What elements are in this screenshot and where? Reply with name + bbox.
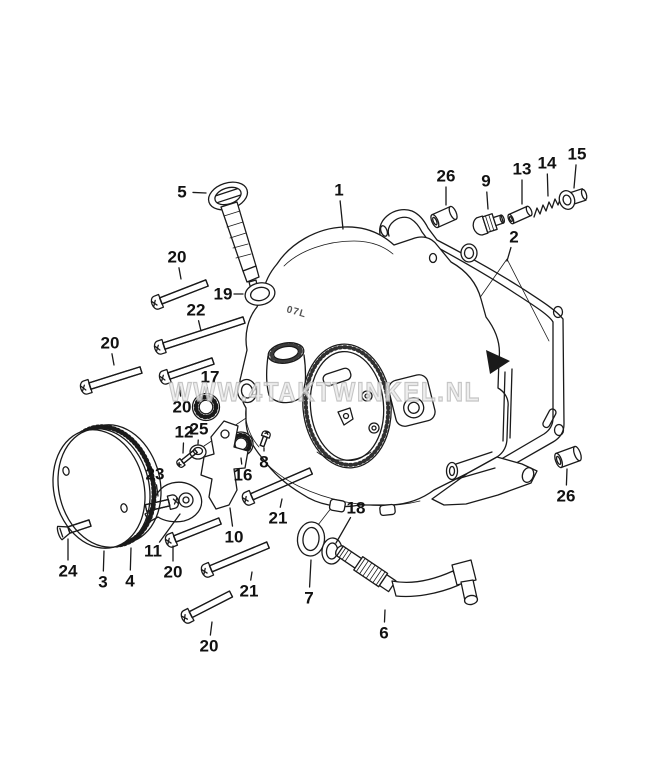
screw-part-20 [164, 517, 222, 548]
leader-16 [240, 457, 243, 465]
screw-part-20 [158, 357, 215, 385]
leader-9 [486, 191, 489, 210]
callout-26: 26 [557, 487, 576, 506]
side-cover-disc [52, 424, 162, 549]
callout-11: 11 [144, 542, 162, 561]
pawl-11 [144, 481, 203, 523]
oil-check-bolt-9 [472, 213, 506, 236]
crankcase-cover: 07L [236, 226, 538, 517]
callout-2: 2 [509, 228, 518, 247]
leader-15 [573, 164, 577, 189]
kick-lever [334, 545, 479, 606]
kick-spindle-boss [388, 374, 436, 427]
callout-20: 20 [200, 637, 219, 656]
cam-plate-10 [200, 420, 249, 510]
oil-seal-17 [191, 392, 221, 422]
screw-part-8 [259, 430, 271, 448]
leader-7 [308, 559, 312, 588]
leader-6 [383, 609, 386, 623]
oil-filler-cap [207, 181, 260, 294]
watermark: WWW.4TAKTWINKEL.NL [169, 377, 481, 407]
leader-11 [158, 513, 181, 543]
leader-26 [565, 468, 568, 486]
seal-7 [296, 521, 326, 557]
callout-21: 21 [269, 509, 288, 528]
callout-14: 14 [538, 154, 557, 173]
callout-26: 26 [437, 167, 456, 186]
leader-5 [192, 191, 207, 194]
pin-13 [507, 205, 533, 225]
callout-10: 10 [225, 528, 244, 547]
leader-3 [102, 550, 105, 572]
leader-14 [546, 173, 549, 197]
leader-23 [155, 484, 159, 497]
screw-part-20 [79, 366, 143, 395]
leader-21 [250, 571, 253, 581]
leader-21 [279, 498, 283, 508]
callout-18: 18 [347, 499, 366, 518]
callout-20: 20 [164, 563, 183, 582]
callout-13: 13 [513, 160, 532, 179]
screw-part-20 [180, 590, 234, 624]
cap-15 [558, 188, 588, 210]
callout-4: 4 [125, 572, 135, 591]
callout-19: 19 [214, 285, 233, 304]
leader-20 [111, 353, 115, 366]
leader-4 [129, 547, 132, 571]
o-ring [244, 282, 276, 306]
callout-22: 22 [187, 301, 206, 320]
callout-5: 5 [177, 183, 186, 202]
callout-21: 21 [240, 582, 259, 601]
callout-25: 25 [190, 420, 209, 439]
leader-2 [506, 246, 512, 262]
left-threaded-hole [236, 378, 258, 404]
screws-layer [56, 279, 313, 624]
screw-part-24 [56, 519, 92, 541]
screw-part-20 [150, 279, 209, 310]
callout-3: 3 [98, 573, 107, 592]
callout-9: 9 [481, 172, 490, 191]
callout-24: 24 [59, 562, 78, 581]
oil-filler-neck [265, 342, 307, 404]
callout-15: 15 [568, 145, 587, 164]
leader-18 [335, 516, 352, 544]
leader-22 [197, 320, 202, 332]
leader-20 [209, 621, 213, 636]
leader-20 [178, 267, 182, 280]
washer-18 [321, 537, 343, 565]
callout-20: 20 [173, 398, 192, 417]
callout-8: 8 [259, 453, 268, 472]
callout-23: 23 [146, 465, 165, 484]
callout-7: 7 [304, 589, 313, 608]
screw-part-23 [144, 494, 180, 512]
screw-part-21 [241, 467, 313, 506]
leader-1 [339, 200, 344, 230]
screw-part-22 [153, 316, 246, 355]
leader-17 [205, 387, 208, 394]
callout-20: 20 [168, 248, 187, 267]
callout-17: 17 [201, 368, 220, 387]
screw-part-21 [200, 541, 270, 578]
leader-10 [229, 507, 234, 527]
gusset [486, 350, 510, 374]
leader-20 [178, 383, 182, 397]
bushing-26-bottom [554, 445, 582, 469]
spring-14 [533, 196, 562, 218]
callout-1: 1 [334, 181, 343, 200]
screw-part-12 [176, 448, 198, 468]
casting-mark: 07L [285, 304, 307, 320]
callout-20: 20 [101, 334, 120, 353]
bushing-26-top [430, 205, 458, 229]
callout-16: 16 [234, 466, 253, 485]
callout-6: 6 [379, 624, 388, 643]
callout-12: 12 [175, 423, 194, 442]
